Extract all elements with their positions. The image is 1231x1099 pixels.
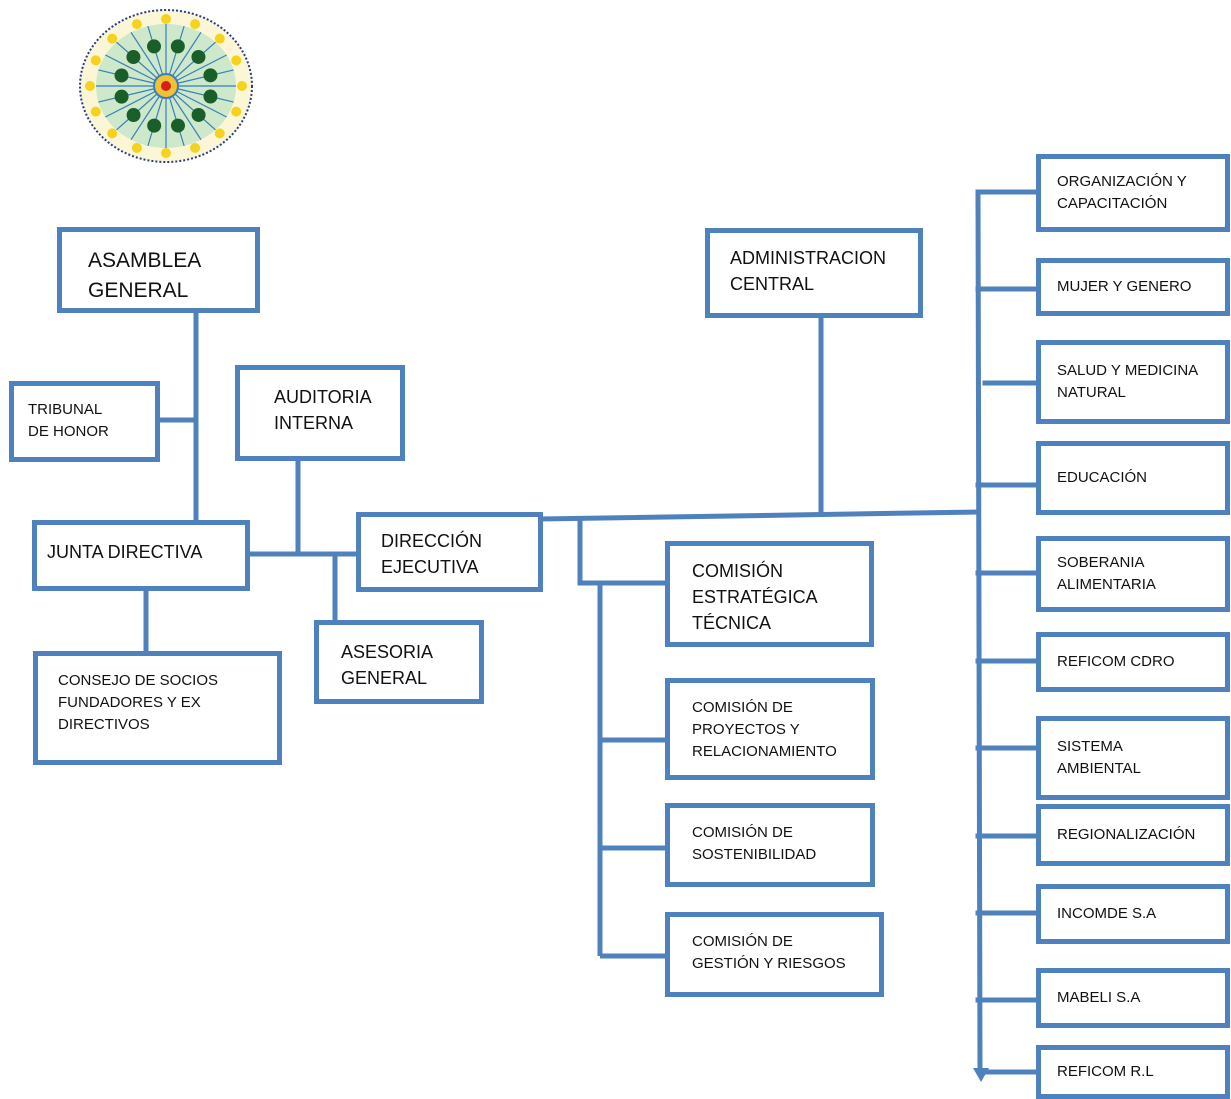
junta-line-1: JUNTA DIRECTIVA — [47, 542, 203, 562]
right-column-box-line: ALIMENTARIA — [1057, 576, 1156, 593]
connector-direccion-trunk — [538, 509, 981, 522]
comision-gestion-riesgos-box: COMISIÓN DE GESTIÓN Y RIESGOS — [665, 912, 884, 997]
tribunal-de-honor-box: TRIBUNAL DE HONOR — [9, 381, 160, 462]
junta-directiva-box: JUNTA DIRECTIVA — [32, 520, 250, 591]
comision-estrategica-tecnica-box: COMISIÓN ESTRATÉGICA TÉCNICA — [665, 541, 874, 647]
asamblea-general-line-2: GENERAL — [88, 279, 189, 303]
comision-sostenibilidad-line-2: SOSTENIBILIDAD — [692, 845, 817, 863]
comision-estrategica-line-2: ESTRATÉGICA — [692, 587, 818, 608]
right-column-box-line: ORGANIZACIÓN Y — [1057, 173, 1187, 191]
tribunal-line-1: TRIBUNAL — [28, 401, 103, 418]
auditoria-line-2: INTERNA — [274, 413, 354, 434]
right-column-box-line: NATURAL — [1057, 384, 1126, 401]
connector-right-trunk — [975, 189, 983, 1075]
right-column-box-line: SISTEMA — [1057, 738, 1123, 756]
comision-proyectos-box: COMISIÓN DE PROYECTOS Y RELACIONAMIENTO — [665, 678, 875, 780]
consejo-line-2: FUNDADORES Y EX — [58, 693, 201, 711]
comision-gestion-line-1: COMISIÓN DE — [692, 933, 793, 950]
right-column-box: REFICOM R.L — [1036, 1045, 1230, 1099]
right-column-box-line: INCOMDE S.A — [1057, 905, 1157, 923]
right-column-box-line: CAPACITACIÓN — [1057, 195, 1168, 212]
consejo-line-1: CONSEJO DE SOCIOS — [58, 672, 219, 689]
comision-gestion-line-2: GESTIÓN Y RIESGOS — [692, 954, 846, 972]
right-column-box-line: SALUD Y MEDICINA — [1057, 362, 1199, 380]
asesoria-general-box: ASESORIA GENERAL — [314, 620, 484, 704]
right-column-box-line: REGIONALIZACIÓN — [1057, 826, 1196, 844]
right-column-box: SISTEMA AMBIENTAL — [1036, 716, 1230, 800]
comision-sostenibilidad-box: COMISIÓN DE SOSTENIBILIDAD — [665, 803, 875, 887]
arrow-down-icon — [973, 1068, 989, 1082]
right-column-box: REGIONALIZACIÓN — [1036, 804, 1230, 866]
right-column-box: REFICOM CDRO — [1036, 632, 1230, 692]
right-column-box: MABELI S.A — [1036, 968, 1230, 1028]
right-column-box: INCOMDE S.A — [1036, 884, 1230, 944]
consejo-line-3: DIRECTIVOS — [58, 715, 150, 733]
auditoria-interna-box: AUDITORIA INTERNA — [235, 365, 405, 461]
right-column-box-line: MABELI S.A — [1057, 989, 1141, 1007]
comision-proyectos-line-1: COMISIÓN DE — [692, 699, 793, 716]
administracion-line-1: ADMINISTRACION — [730, 248, 887, 268]
direccion-ejecutiva-box: DIRECCIÓN EJECUTIVA — [356, 512, 543, 592]
auditoria-line-1: AUDITORIA — [274, 387, 372, 407]
asamblea-general-box: ASAMBLEA GENERAL — [57, 227, 260, 313]
right-column-box-line: AMBIENTAL — [1057, 760, 1141, 777]
right-column-box: SALUD Y MEDICINA NATURAL — [1036, 340, 1230, 424]
right-column-box-line: MUJER Y GENERO — [1057, 278, 1192, 296]
comision-sostenibilidad-line-1: COMISIÓN DE — [692, 824, 793, 841]
right-column-box: SOBERANIA ALIMENTARIA — [1036, 536, 1230, 612]
right-column-box-line: SOBERANIA — [1057, 554, 1145, 572]
right-column-box: MUJER Y GENERO — [1036, 258, 1230, 316]
administracion-line-2: CENTRAL — [730, 274, 815, 295]
direccion-line-2: EJECUTIVA — [381, 557, 479, 578]
right-column-box: ORGANIZACIÓN Y CAPACITACIÓN — [1036, 154, 1230, 232]
consejo-de-socios-box: CONSEJO DE SOCIOS FUNDADORES Y EX DIRECT… — [33, 651, 282, 765]
direccion-line-1: DIRECCIÓN — [381, 531, 483, 551]
comision-proyectos-line-3: RELACIONAMIENTO — [692, 742, 837, 760]
asesoria-line-1: ASESORIA — [341, 642, 434, 662]
right-column-box-line: REFICOM CDRO — [1057, 653, 1175, 671]
asamblea-general-line-1: ASAMBLEA — [88, 249, 202, 272]
tribunal-line-2: DE HONOR — [28, 422, 109, 440]
right-column-box: EDUCACIÓN — [1036, 441, 1230, 515]
asesoria-line-2: GENERAL — [341, 668, 428, 689]
administracion-central-box: ADMINISTRACION CENTRAL — [705, 228, 923, 318]
right-column-box-line: REFICOM R.L — [1057, 1063, 1154, 1081]
comision-estrategica-line-1: COMISIÓN — [692, 561, 784, 581]
comision-proyectos-line-2: PROYECTOS Y — [692, 720, 800, 738]
mandala-logo-icon — [79, 9, 253, 163]
right-column-box-line: EDUCACIÓN — [1057, 469, 1148, 487]
comision-estrategica-line-3: TÉCNICA — [692, 613, 772, 634]
